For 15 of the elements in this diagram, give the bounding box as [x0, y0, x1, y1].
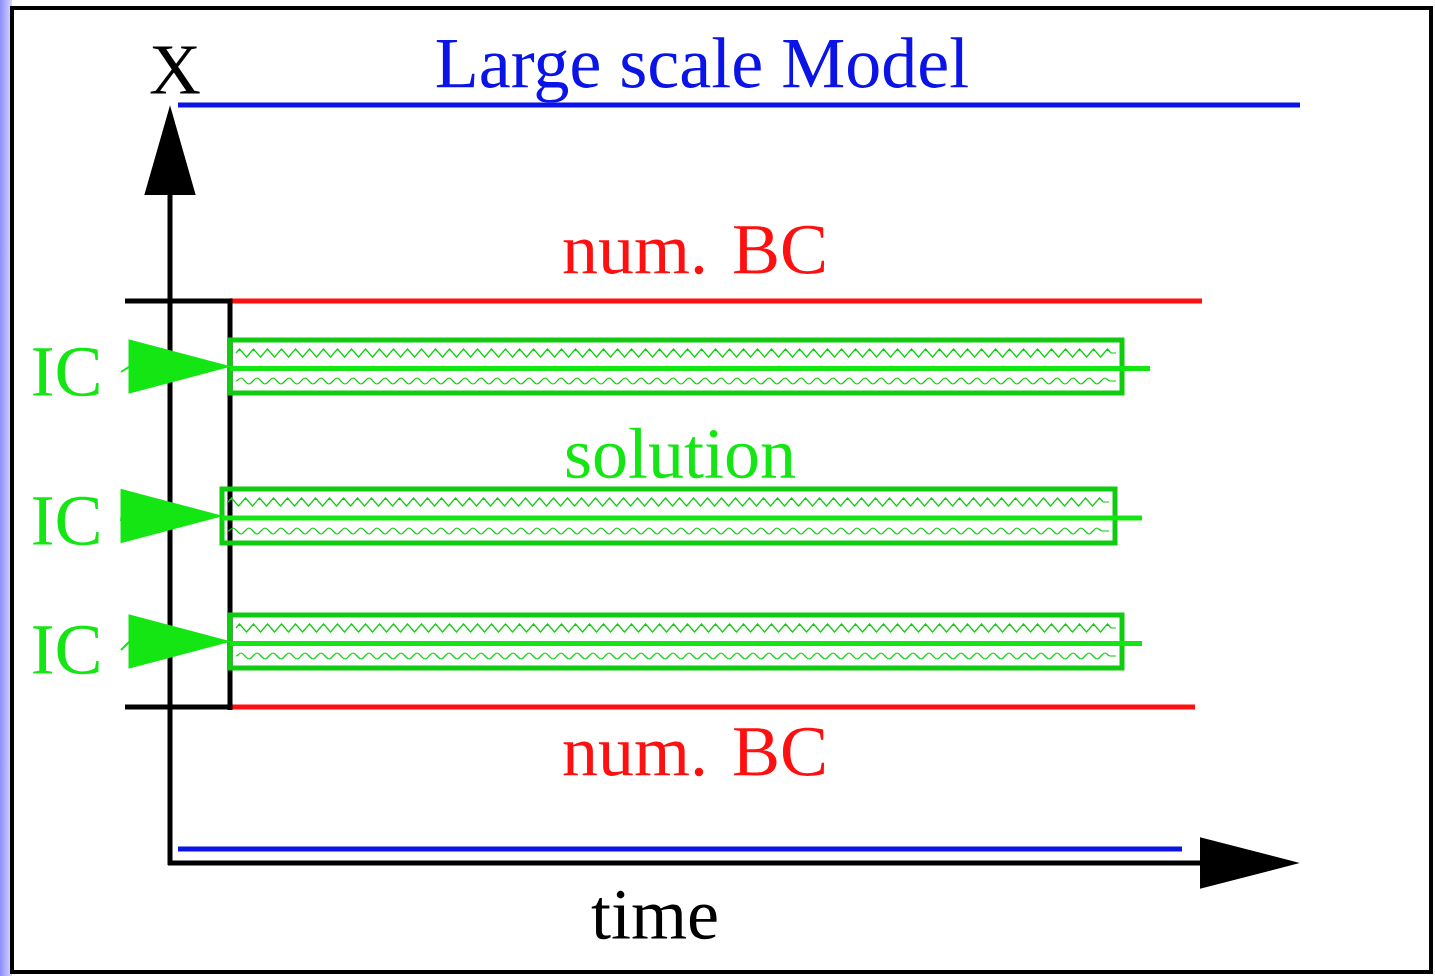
boundary-label: num. BC — [563, 225, 825, 275]
arrow — [120, 488, 224, 544]
solution-band — [219, 486, 1142, 546]
axis-label: X — [150, 46, 200, 94]
ic-label: IC — [33, 496, 99, 546]
ic-label: IC — [33, 347, 99, 397]
arrow — [120, 614, 232, 669]
solution-label: solution — [566, 427, 795, 479]
solution-band — [227, 612, 1142, 671]
ic-label: IC — [33, 625, 99, 675]
axis-label: time — [591, 890, 717, 940]
arrow — [120, 339, 232, 394]
model-label: Large scale Model — [436, 37, 968, 103]
solution-band — [227, 337, 1150, 396]
boundary-label: num. BC — [563, 727, 825, 777]
